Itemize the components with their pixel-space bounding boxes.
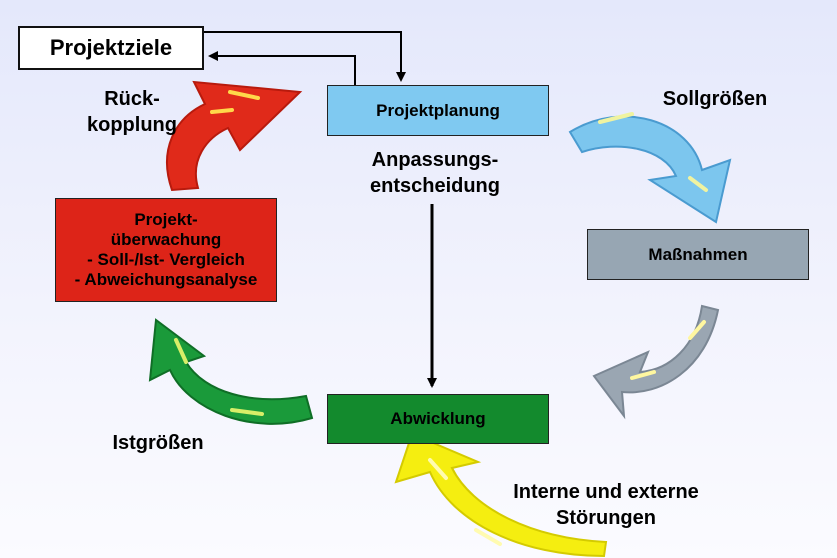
adjustment-decision-label: Anpassungs- entscheidung <box>345 147 525 199</box>
disturbances-label: Interne und externe Störungen <box>478 479 734 531</box>
monitoring-item-comparison: - Soll-/Ist- Vergleich <box>87 250 245 269</box>
planning-label: Projektplanung <box>376 100 500 120</box>
adjust-label-line1: Anpassungs- <box>371 149 499 171</box>
execution-label: Abwicklung <box>390 409 486 428</box>
monitoring-title-line2: überwachung <box>110 230 222 249</box>
feedback-label-line1: Rück- <box>104 88 160 110</box>
target-swoosh-arrow <box>568 112 732 224</box>
disturb-label-line1: Interne und externe <box>513 481 699 503</box>
measures-box: Maßnahmen <box>587 229 809 280</box>
measures-label: Maßnahmen <box>648 244 748 264</box>
monitoring-item-deviation: - Abweichungsanalyse <box>74 270 258 289</box>
disturb-label-line2: Störungen <box>556 507 656 529</box>
target-values-label: Sollgrößen <box>662 88 768 110</box>
adjust-label-line2: entscheidung <box>369 175 500 197</box>
actual-values-label: Istgrößen <box>112 432 204 454</box>
monitoring-title-line1: Projekt- <box>134 210 198 229</box>
execution-box: Abwicklung <box>327 394 549 444</box>
planning-box: Projektplanung <box>327 85 549 136</box>
actual-swoosh-arrow <box>148 318 314 425</box>
goals-box: Projektziele <box>18 26 204 70</box>
feedback-label-line2: kopplung <box>87 114 177 136</box>
monitoring-box: Projekt- überwachung - Soll-/Ist- Vergle… <box>55 198 277 302</box>
feedback-label: Rück- kopplung <box>72 86 192 138</box>
feedback-swoosh-arrow <box>166 80 303 192</box>
goals-planning-connector <box>204 31 406 85</box>
goals-label: Projektziele <box>49 35 173 60</box>
measures-swoosh-arrow <box>592 304 720 420</box>
